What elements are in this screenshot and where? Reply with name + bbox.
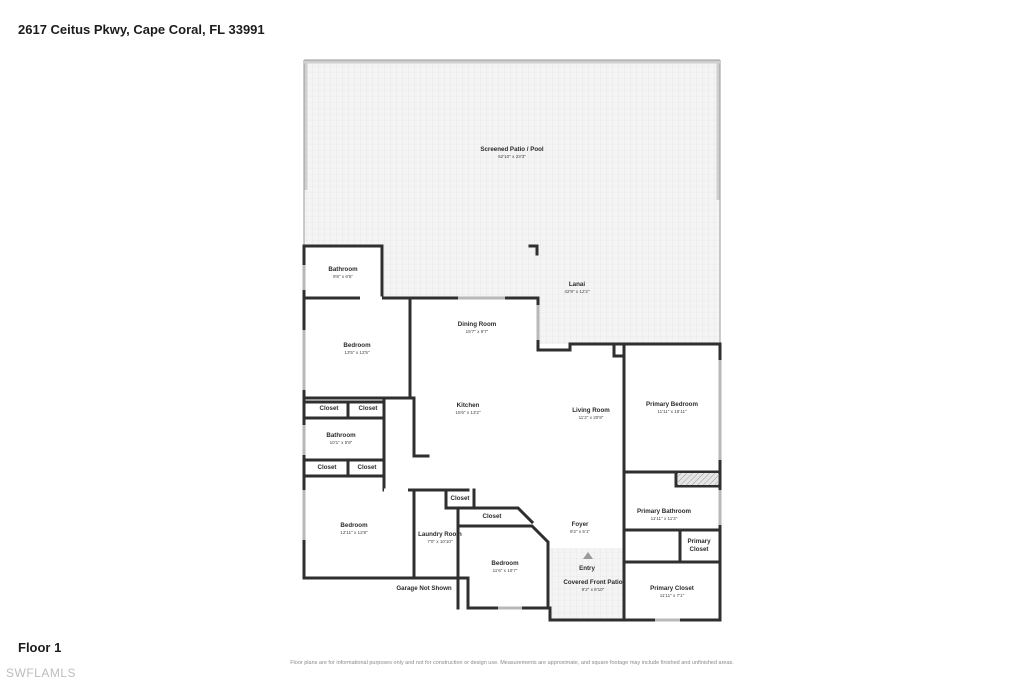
living-room-label: Living Room: [572, 407, 610, 414]
foyer-label: Foyer: [572, 521, 589, 528]
floor-label: Floor 1: [18, 640, 62, 655]
windows: [302, 265, 722, 622]
laundry-room-dim: 7'0" x 10'10": [427, 539, 453, 544]
lanai-dim: 42'9" x 12'2": [564, 289, 590, 294]
bedroom-1-dim: 13'5" x 12'5": [344, 350, 370, 355]
hatched-counter: [678, 473, 718, 485]
watermark-logo: SWFLAMLS: [6, 666, 77, 680]
primary-closet-dim: 11'11" x 7'1": [660, 593, 685, 598]
bathroom-2-dim: 10'1" x 5'9": [330, 440, 353, 445]
bedroom-1-label: Bedroom: [343, 342, 371, 349]
kitchen-dim: 15'6" x 13'2": [455, 410, 481, 415]
patio-pool-dim: 52'10" x 23'3": [498, 154, 526, 159]
primary-bedroom-label: Primary Bedroom: [646, 401, 698, 408]
primary-closet-small-label-2: Closet: [690, 546, 709, 553]
patio-pool-label: Screened Patio / Pool: [480, 146, 544, 153]
kitchen-label: Kitchen: [457, 402, 480, 409]
foyer-dim: 9'2" x 5'1": [570, 529, 590, 534]
bedroom-2-label: Bedroom: [340, 522, 368, 529]
disclaimer-text: Floor plans are for informational purpos…: [290, 660, 734, 666]
dining-room-label: Dining Room: [458, 321, 497, 328]
bathroom-1-dim: 9'8" x 6'5": [333, 274, 353, 279]
closet-f-label: Closet: [483, 513, 502, 520]
primary-bathroom-dim: 11'11" x 11'3": [651, 516, 678, 521]
closet-a-label: Closet: [320, 405, 339, 412]
bedroom-2-dim: 12'11" x 12'8": [340, 530, 368, 535]
property-address: 2617 Ceitus Pkwy, Cape Coral, FL 33991: [18, 22, 265, 37]
closet-c-label: Closet: [318, 464, 337, 471]
entry-label: Entry: [579, 565, 595, 572]
lanai-label: Lanai: [569, 281, 585, 288]
bedroom-3-label: Bedroom: [491, 560, 519, 567]
living-room-dim: 11'2" x 20'9": [579, 415, 604, 420]
garage-note: Garage Not Shown: [396, 585, 452, 592]
laundry-room-label: Laundry Room: [418, 531, 462, 538]
closet-b-label: Closet: [359, 405, 378, 412]
patio-pool-area: [303, 59, 721, 344]
dining-room-dim: 15'7" x 6'7": [466, 329, 489, 334]
primary-bathroom-label: Primary Bathroom: [637, 508, 691, 515]
covered-patio-dim: 9'2" x 8'10": [582, 587, 605, 592]
bedroom-3-dim: 11'6" x 10'7": [493, 568, 518, 573]
primary-bedroom-dim: 11'11" x 15'11": [657, 409, 687, 414]
closet-e-label: Closet: [451, 495, 470, 502]
primary-closet-small-label-1: Primary: [687, 538, 711, 545]
bathroom-1-label: Bathroom: [328, 266, 358, 273]
covered-patio-label: Covered Front Patio: [563, 579, 622, 586]
closet-d-label: Closet: [358, 464, 377, 471]
entry-arrow-icon: [583, 552, 593, 559]
bathroom-2-label: Bathroom: [326, 432, 356, 439]
covered-front-patio-area: [550, 548, 624, 620]
primary-closet-label: Primary Closet: [650, 585, 694, 592]
